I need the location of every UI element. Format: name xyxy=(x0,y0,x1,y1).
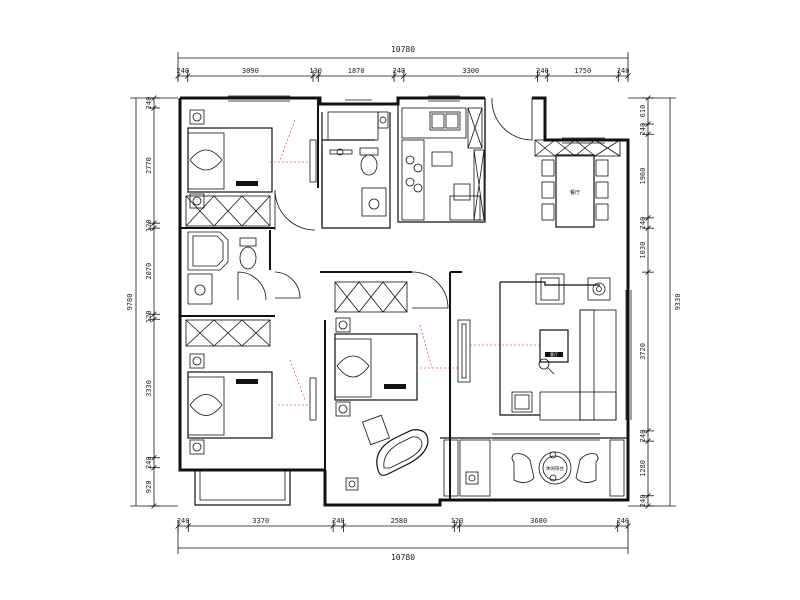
dimension-segment-label: 240 xyxy=(177,517,190,525)
dimension-segment-label: 240 xyxy=(536,67,549,75)
exterior-walls xyxy=(178,95,632,507)
dimension-segment-label: 240 xyxy=(639,123,647,136)
dimension-segment-label: 2070 xyxy=(145,263,153,280)
interior-walls xyxy=(180,98,628,500)
dimension-segment-label: 920 xyxy=(145,481,153,494)
dimension-segment-label: 1960 xyxy=(639,168,647,185)
dimension-segment-label: 2770 xyxy=(145,157,153,174)
dimension-segment-label: 130 xyxy=(309,67,322,75)
leisure-balcony: 休闲阳台 xyxy=(443,433,625,497)
bottom-total-dimension: 10780 xyxy=(391,553,415,562)
dimension-segment-label: 1750 xyxy=(574,67,591,75)
dimension-segment-label: 3330 xyxy=(145,380,153,397)
left-total-dimension: 9780 xyxy=(126,294,134,311)
living-label: 客厅 xyxy=(550,351,558,357)
dimension-segment-label: 240 xyxy=(393,67,406,75)
bathroom-center xyxy=(321,111,389,225)
dimension-segment-label: 3370 xyxy=(252,517,269,525)
bedroom-2 xyxy=(185,319,317,455)
dimension-segment-label: 240 xyxy=(145,456,153,469)
dining-area: 餐厅 xyxy=(491,97,621,228)
dimension-segment-label: 120 xyxy=(451,517,464,525)
right-dimension-chain: 9330 610 240 1960 240 1030 3720 240 1280 240 xyxy=(628,95,682,509)
top-dimension-chain: 10780 240 3090 130 1870 240 3300 240 1750 240 xyxy=(175,45,631,82)
dimension-segment-label: 3090 xyxy=(242,67,259,75)
dimension-segment-label: 240 xyxy=(639,495,647,508)
dimension-segment-label: 240 xyxy=(639,430,647,443)
left-dimension-chain: 9780 240 2770 120 2070 120 3330 240 920 xyxy=(126,95,178,509)
dimension-segment-label: 240 xyxy=(617,67,630,75)
dimension-segment-label: 1870 xyxy=(348,67,365,75)
master-bedroom xyxy=(334,271,471,491)
top-total-dimension: 10780 xyxy=(391,45,415,54)
dining-label: 餐厅 xyxy=(570,189,580,196)
dimension-segment-label: 240 xyxy=(177,67,190,75)
dimension-segment-label: 240 xyxy=(639,217,647,230)
dimension-segment-label: 3300 xyxy=(462,67,479,75)
dimension-segment-label: 120 xyxy=(145,219,153,232)
dimension-segment-label: 120 xyxy=(145,310,153,323)
bedroom-1 xyxy=(185,109,317,231)
right-total-dimension: 9330 xyxy=(674,294,682,311)
bottom-dimension-chain: 10780 240 3370 240 2580 120 3680 240 xyxy=(175,517,631,562)
dimension-segment-label: 240 xyxy=(617,517,630,525)
dimension-segment-label: 240 xyxy=(145,97,153,110)
balcony-label: 休闲阳台 xyxy=(546,465,564,472)
dimension-segment-label: 1280 xyxy=(639,460,647,477)
bathroom-left xyxy=(187,231,301,305)
dimension-segment-label: 2580 xyxy=(390,517,407,525)
dimension-segment-label: 1030 xyxy=(639,242,647,259)
dimension-segment-label: 3720 xyxy=(639,343,647,360)
dimension-segment-label: 610 xyxy=(639,105,647,118)
dimension-segment-label: 240 xyxy=(332,517,345,525)
kitchen xyxy=(401,107,485,221)
living-room: 客厅 xyxy=(470,273,617,421)
dimension-segment-label: 3680 xyxy=(530,517,547,525)
